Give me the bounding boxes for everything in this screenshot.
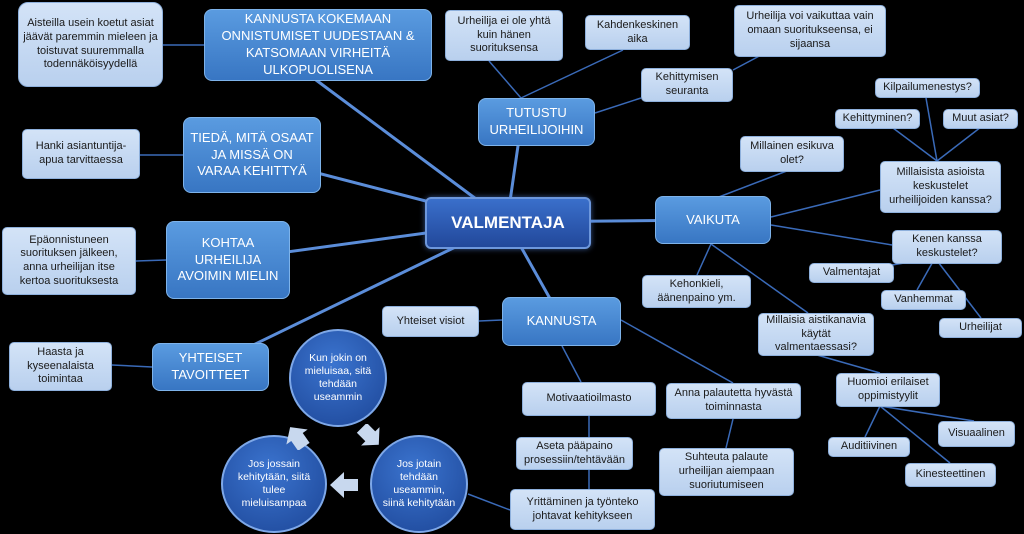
branch-yhteiset-tavoitteet: YHTEISET TAVOITTEET (152, 343, 269, 391)
branch-tieda: TIEDÄ, MITÄ OSAAT JA MISSÄ ON VARAA KEHI… (183, 117, 321, 193)
branch-kannusta: KANNUSTA (502, 297, 621, 346)
note-millainen-esikuva: Millainen esikuva olet? (740, 136, 844, 172)
note-valmentajat: Valmentajat (809, 263, 894, 283)
note-aseta-paapaino: Aseta pääpaino prosessiin/tehtävään (516, 437, 633, 470)
note-motivaatioilmasto: Motivaatioilmasto (522, 382, 656, 416)
note-auditiivinen: Auditiivinen (828, 437, 910, 457)
note-muut-asiat: Muut asiat? (943, 109, 1018, 129)
cycle-step-3: Jos jossain kehitytään, siitä tulee miel… (221, 435, 327, 533)
note-suhteuta: Suhteuta palaute urheilijan aiempaan suo… (659, 448, 794, 496)
center-node: VALMENTAJA (425, 197, 591, 249)
note-epaonnistuneen: Epäonnistuneen suorituksen jälkeen, anna… (2, 227, 136, 295)
note-kilpailumenestys: Kilpailumenestys? (875, 78, 980, 98)
note-kehonkieli: Kehonkieli, äänenpaino ym. (642, 275, 751, 308)
note-urheilija-ei: Urheilija ei ole yhtä kuin hänen suoritu… (445, 10, 563, 61)
note-aisteilla: Aisteilla usein koetut asiat jäävät pare… (18, 2, 163, 87)
note-vanhemmat: Vanhemmat (881, 290, 966, 310)
note-millaisia-aistikanavia: Millaisia aistikanavia käytät valmentaes… (758, 313, 874, 356)
branch-tutustu: TUTUSTU URHEILIJOIHIN (478, 98, 595, 146)
note-yrittaminen: Yrittäminen ja työnteko johtavat kehityk… (510, 489, 655, 530)
note-kenen-kanssa: Kenen kanssa keskustelet? (892, 230, 1002, 264)
note-millaisista: Millaisista asioista keskustelet urheili… (880, 161, 1001, 213)
note-huomioi: Huomioi erilaiset oppimistyylit (836, 373, 940, 407)
note-kahdenkeskinen: Kahdenkeskinen aika (585, 15, 690, 50)
cycle-arrow-icon (330, 472, 358, 498)
cycle-arrow-icon (356, 424, 380, 446)
note-kehittyminen: Kehittyminen? (835, 109, 920, 129)
note-urheilijat: Urheilijat (939, 318, 1022, 338)
note-visuaalinen: Visuaalinen (938, 421, 1015, 447)
branch-kohtaa: KOHTAA URHEILIJA AVOIMIN MIELIN (166, 221, 290, 299)
note-yhteiset-visiot: Yhteiset visiot (382, 306, 479, 337)
note-kinesteettinen: Kinesteettinen (905, 463, 996, 487)
note-anna-palautetta: Anna palautetta hyvästä toiminnasta (666, 383, 801, 419)
note-urheilija-voi: Urheilija voi vaikuttaa vain omaan suori… (734, 5, 886, 57)
note-hanki: Hanki asiantuntija-apua tarvittaessa (22, 129, 140, 179)
note-haasta: Haasta ja kyseenalaista toimintaa (9, 342, 112, 391)
cycle-arrow-icon (286, 427, 310, 450)
branch-vaikuta: VAIKUTA (655, 196, 771, 244)
cycle-step-1: Kun jokin on mieluisaa, sitä tehdään use… (289, 329, 387, 427)
note-kehittymisen: Kehittymisen seuranta (641, 68, 733, 102)
branch-kannusta-kokemaan: KANNUSTA KOKEMAAN ONNISTUMISET UUDESTAAN… (204, 9, 432, 81)
cycle-step-2: Jos jotain tehdään useammin, siinä kehit… (370, 435, 468, 533)
